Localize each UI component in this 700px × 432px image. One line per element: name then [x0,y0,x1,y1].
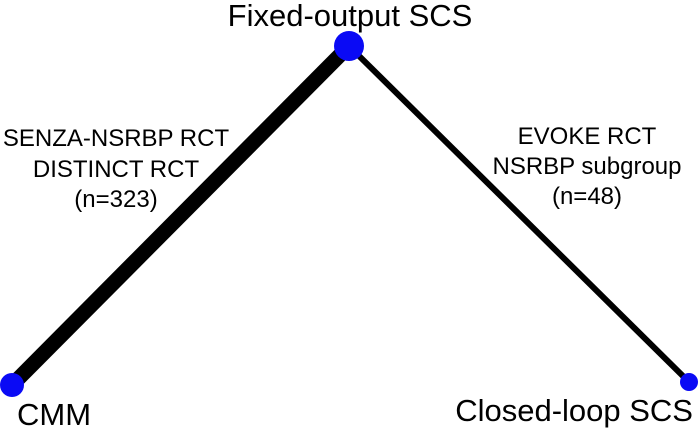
node-label-fixed-output-scs: Fixed-output SCS [228,0,473,33]
node-label-closed-loop-scs: Closed-loop SCS [455,393,693,428]
edge-label-cmm-fixed-output: SENZA-NSRBP RCT DISTINCT RCT (n=323) [3,125,230,213]
node-cmm [0,373,24,397]
edge-label-line-sample-size: (n=48) [552,183,622,210]
edge-label-line-trial-2: DISTINCT RCT [33,156,200,183]
edge-label-line-sample-size: (n=323) [74,186,157,213]
edge-label-line-trial-2: NSRBP subgroup [493,153,682,180]
node-label-cmm: CMM [17,397,91,432]
edge-label-line-trial-1: EVOKE RCT [518,123,657,150]
edge-label-fixed-output-closed-loop: EVOKE RCT NSRBP subgroup (n=48) [493,123,682,210]
node-closed-loop-scs [680,373,698,391]
edge-cmm-fixed-output [6,40,355,391]
edge-fixed-output-closed-loop [346,43,692,385]
edge-label-line-trial-1: SENZA-NSRBP RCT [3,125,230,152]
node-fixed-output-scs [334,31,364,61]
